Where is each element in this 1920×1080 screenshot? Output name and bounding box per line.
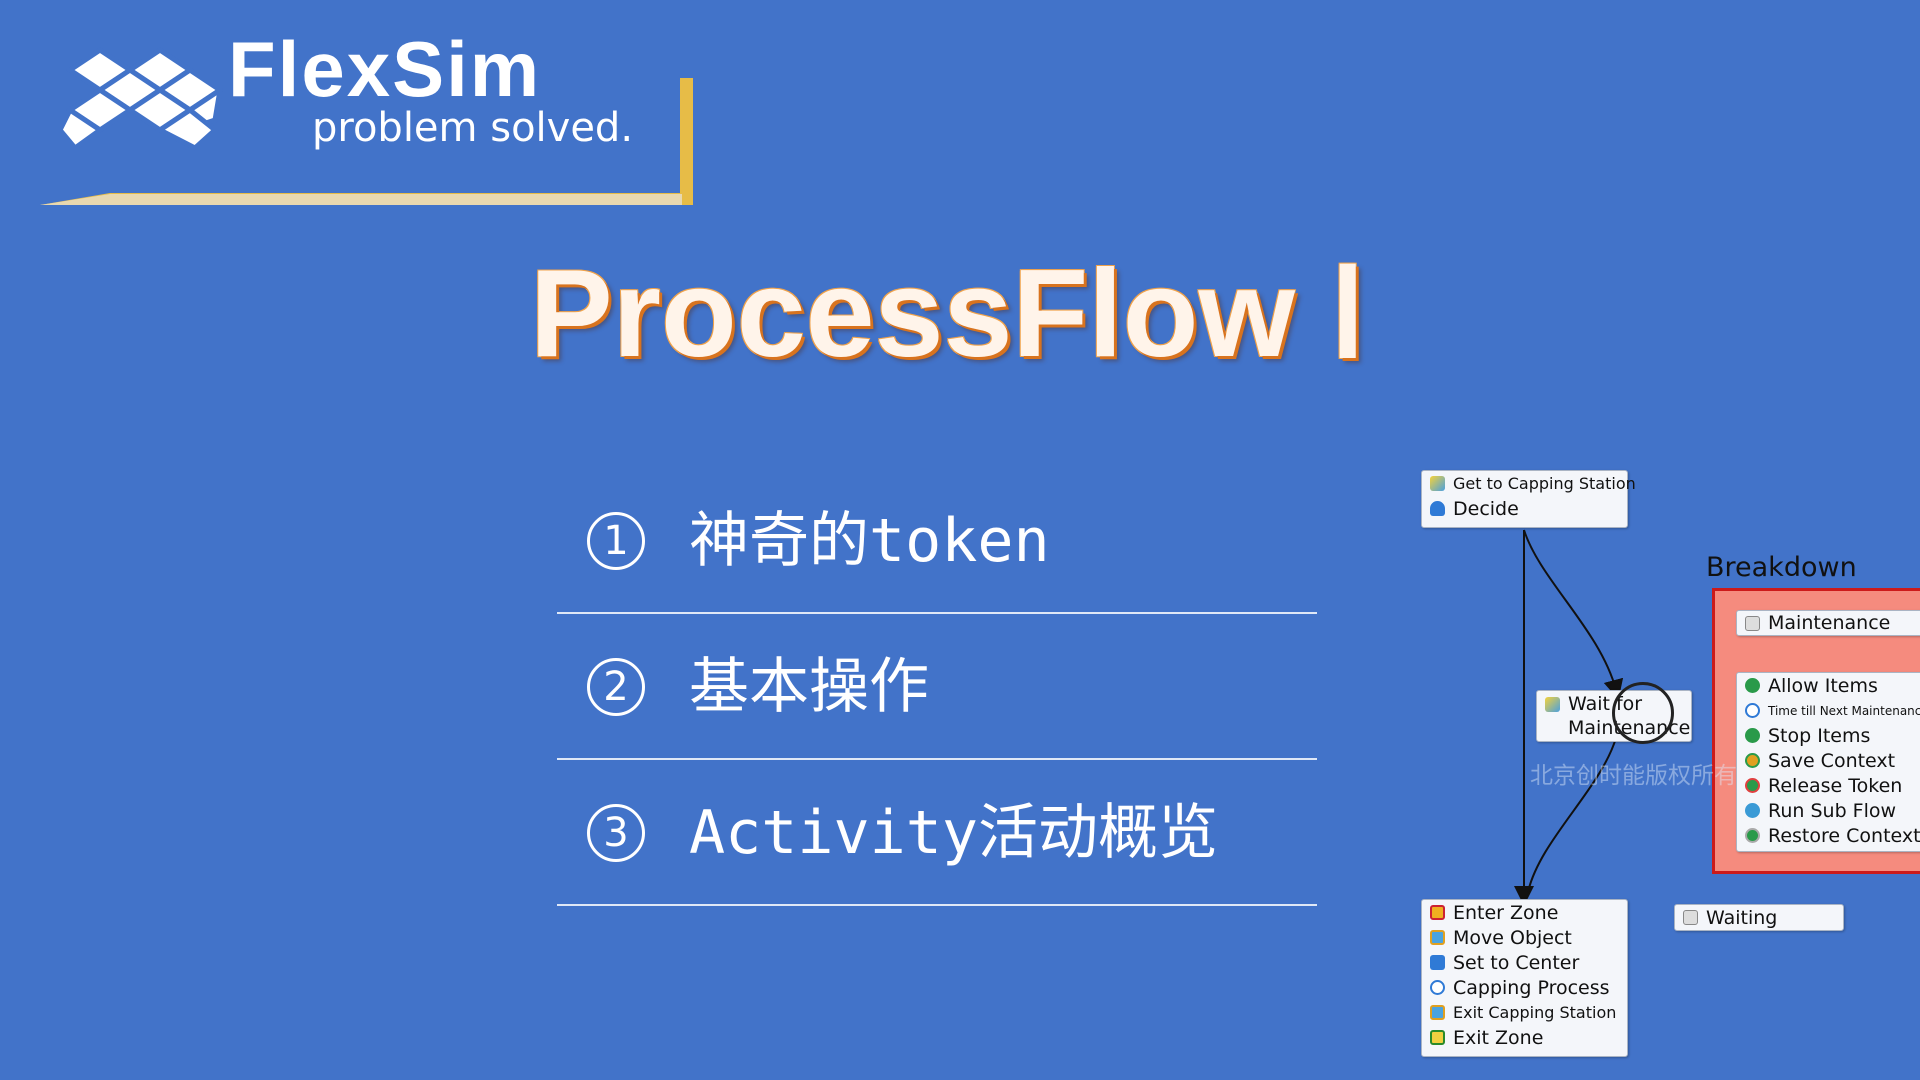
flow-connectors — [1514, 529, 1848, 906]
page-title: ProcessFlow Ⅰ — [530, 245, 1366, 383]
agenda-number-3: 3 — [587, 804, 645, 862]
agenda-text-2: 基本操作 — [689, 652, 929, 722]
exit-zone-icon — [1430, 1030, 1445, 1045]
activity-label: Enter Zone — [1453, 901, 1559, 924]
activity-label: Time till Next Maintenance — [1768, 703, 1920, 718]
activity-row[interactable]: Maintenance — [1737, 611, 1920, 635]
activity-row[interactable]: Enter Zone — [1422, 900, 1627, 925]
restore-icon — [1745, 828, 1760, 843]
agenda-divider — [557, 758, 1317, 760]
agenda-text-3: Activity活动概览 — [689, 798, 1218, 868]
activity-row[interactable]: Release Token — [1737, 773, 1920, 798]
cursor-loading-icon — [1612, 682, 1674, 744]
move-object-icon — [1430, 1005, 1445, 1020]
flow-connector — [1527, 737, 1617, 893]
clock-icon — [1745, 703, 1760, 718]
activity-row[interactable]: Set to Center — [1422, 950, 1627, 975]
activity-label: Stop Items — [1768, 724, 1871, 747]
flexsim-logo: FlexSim problem solved. — [0, 0, 700, 210]
breakdown-label: Breakdown — [1706, 552, 1857, 583]
activity-row[interactable]: Restore Context — [1737, 823, 1920, 848]
activity-row[interactable]: Capping Process — [1422, 975, 1627, 1000]
activity-block-breakdown[interactable]: Allow Items Time till Next Maintenance S… — [1736, 672, 1920, 852]
activity-label: Maintenance — [1768, 612, 1891, 634]
activity-label: Restore Context — [1768, 824, 1920, 847]
activity-block-bottom[interactable]: Enter Zone Move Object Set to Center Cap… — [1421, 899, 1628, 1057]
green-icon — [1745, 678, 1760, 693]
agenda-item-1: 1 神奇的token — [557, 468, 1317, 614]
doc-icon — [1683, 910, 1698, 925]
activity-label: Exit Zone — [1453, 1026, 1544, 1049]
activity-row[interactable]: Stop Items — [1737, 723, 1920, 748]
activity-row[interactable]: Decide — [1422, 496, 1627, 521]
agenda-number-1: 1 — [587, 512, 645, 570]
subflow-icon — [1745, 803, 1760, 818]
activity-label: Decide — [1453, 497, 1519, 520]
activity-row[interactable]: Get to Capping Station — [1422, 471, 1636, 496]
activity-label: Exit Capping Station — [1453, 1003, 1617, 1022]
agenda-text-1: 神奇的token — [689, 506, 1050, 576]
activity-row[interactable]: Run Sub Flow — [1737, 798, 1920, 823]
clock-icon — [1430, 980, 1445, 995]
activity-label: Set to Center — [1453, 951, 1580, 974]
activity-label: Allow Items — [1768, 674, 1878, 697]
logo-tagline: problem solved. — [312, 105, 634, 151]
activity-row[interactable]: Save Context — [1737, 748, 1920, 773]
activity-block-maintenance[interactable]: Maintenance — [1736, 610, 1920, 636]
activity-row[interactable]: Time till Next Maintenance — [1737, 698, 1920, 723]
activity-row[interactable]: Exit Capping Station — [1422, 1000, 1627, 1025]
activity-label: Release Token — [1768, 774, 1903, 797]
activity-label: Save Context — [1768, 749, 1896, 772]
activity-row[interactable]: Exit Zone — [1422, 1025, 1627, 1050]
agenda-number-2: 2 — [587, 658, 645, 716]
people-icon — [1430, 501, 1445, 516]
activity-block-waiting[interactable]: Waiting — [1674, 904, 1844, 931]
watermark: 北京创时能版权所有 — [1530, 763, 1737, 789]
agenda-item-2: 2 基本操作 — [557, 614, 1317, 760]
activity-row[interactable]: Waiting — [1675, 905, 1843, 930]
activity-label: Waiting — [1706, 906, 1778, 929]
activity-label: Capping Process — [1453, 976, 1610, 999]
activity-row[interactable]: Move Object — [1422, 925, 1627, 950]
logo-emblem-icon — [40, 46, 693, 205]
doc-icon — [1745, 615, 1760, 631]
green-icon — [1745, 728, 1760, 743]
activity-row[interactable]: Allow Items — [1737, 673, 1920, 698]
agenda-divider — [557, 904, 1317, 906]
bolt-icon — [1545, 696, 1560, 712]
flow-connector — [1523, 529, 1624, 700]
move-object-icon — [1430, 930, 1445, 945]
activity-label: Run Sub Flow — [1768, 799, 1897, 822]
release-icon — [1745, 778, 1760, 793]
agenda-divider — [557, 612, 1317, 614]
agenda-item-3: 3 Activity活动概览 — [557, 760, 1317, 906]
activity-label: Get to Capping Station — [1453, 474, 1636, 493]
bolt-icon — [1430, 476, 1445, 491]
logo-wordmark: FlexSim — [228, 25, 542, 113]
activity-block-top[interactable]: Get to Capping Station Decide — [1421, 470, 1636, 528]
activity-label: Move Object — [1453, 926, 1572, 949]
enter-zone-icon — [1430, 905, 1445, 920]
set-center-icon — [1430, 955, 1445, 970]
save-icon — [1745, 753, 1760, 768]
